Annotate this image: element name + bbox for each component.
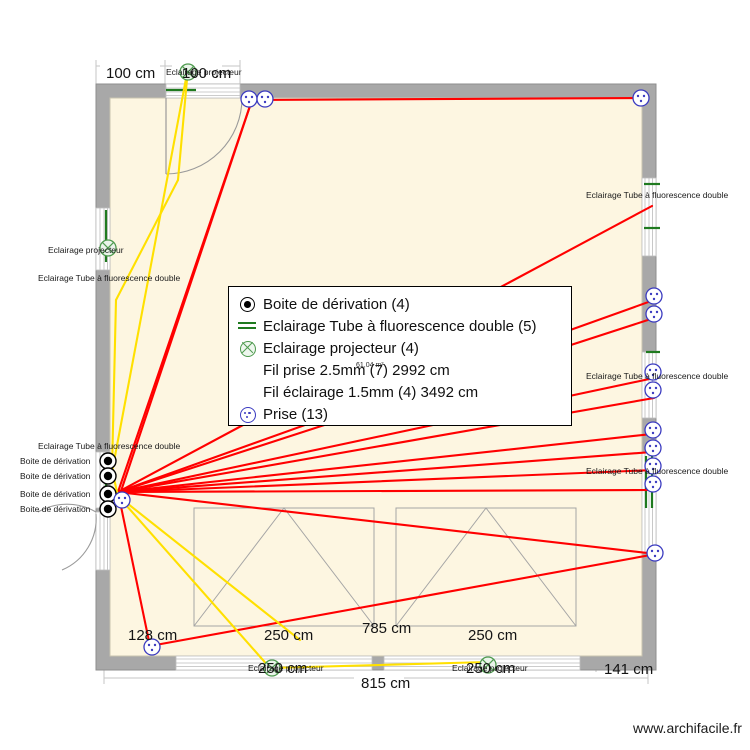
device-label-tube-left-lower: Eclairage Tube à fluorescence double [38,441,181,451]
legend-item-label: Eclairage projecteur (4) [263,339,419,357]
legend-item-fil-prise[interactable]: Fil prise 2.5mm (7) 2992 cm [229,359,571,381]
prise-symbols [113,89,664,656]
legend-item-projecteur[interactable]: Eclairage projecteur (4) [229,337,571,359]
projecteur-symbols [99,63,497,677]
dimension-label-bottom-4: 250 cm [468,627,518,644]
tube-fluorescent-icon [237,317,259,335]
legend-item-prise[interactable]: Prise (13) [229,403,571,425]
spacer-icon [237,383,259,401]
furniture-bay-left [193,507,375,627]
door-left-bottom [37,503,111,571]
boite-derivation-symbols [99,452,117,518]
door-top-left [165,97,243,175]
dimension-label-top-2: 100 cm [182,65,232,82]
dimension-label-bottom-1: 128 cm [128,627,178,644]
furniture-bay-right [395,507,577,627]
legend-item-label: Fil prise 2.5mm (7) 2992 cm [263,361,450,379]
spacer-icon [237,361,259,379]
legend-item-label: Fil éclairage 1.5mm (4) 3492 cm [263,383,479,401]
legend-item-label: Boite de dérivation (4) [263,295,410,313]
device-label-tube-right-2: Eclairage Tube à fluorescence double [586,371,729,381]
boite-de-derivation-icon [237,295,259,313]
dimension-label-bottom-2: 250 cm [264,627,314,644]
watermark-url: www.archifacile.fr [633,720,742,736]
device-label-projecteur-bottom-1: Eclairage projecteur [248,663,324,673]
device-label-tube-right-1: Eclairage Tube à fluorescence double [586,190,729,200]
window-right-upper [641,177,657,257]
room-area-label: 61,04 m² [356,362,384,369]
device-label-boite-2: Boite de dérivation [20,471,91,481]
device-label-tube-right-3: Eclairage Tube à fluorescence double [586,466,729,476]
legend-panel[interactable]: Boite de dérivation (4) Eclairage Tube à… [228,286,572,426]
device-label-projecteur-top: Eclairage projecteur [166,67,242,77]
prise-icon [237,405,259,423]
device-label-projecteur-bottom-2: Eclairage projecteur [452,663,528,673]
wire-eclairage-network [110,66,490,670]
dimension-label-bottom-7: 141 cm [604,661,654,678]
legend-item-fil-eclairage[interactable]: Fil éclairage 1.5mm (4) 3492 cm [229,381,571,403]
device-label-tube-left-upper: Eclairage Tube à fluorescence double [38,273,181,283]
legend-item-label: Prise (13) [263,405,329,423]
window-left-upper [95,207,111,271]
legend-item-boite-de-derivation[interactable]: Boite de dérivation (4) [229,293,571,315]
device-label-boite-4: Boite de dérivation [20,504,91,514]
dimension-label-bottom-6: 250 cm [466,660,516,677]
dimension-label-bottom-8: 815 cm [361,675,411,692]
device-label-boite-3: Boite de dérivation [20,489,91,499]
dimension-label-top-1: 100 cm [106,65,156,82]
device-label-projecteur-left: Eclairage projecteur [48,245,124,255]
dimension-label-bottom-5: 250 cm [258,660,308,677]
device-label-boite-1: Boite de dérivation [20,456,91,466]
legend-item-label: Eclairage Tube à fluorescence double (5) [263,317,537,335]
legend-item-tube-fluorescent[interactable]: Eclairage Tube à fluorescence double (5) [229,315,571,337]
projecteur-icon [237,339,259,357]
dimension-label-bottom-3: 785 cm [362,620,412,637]
